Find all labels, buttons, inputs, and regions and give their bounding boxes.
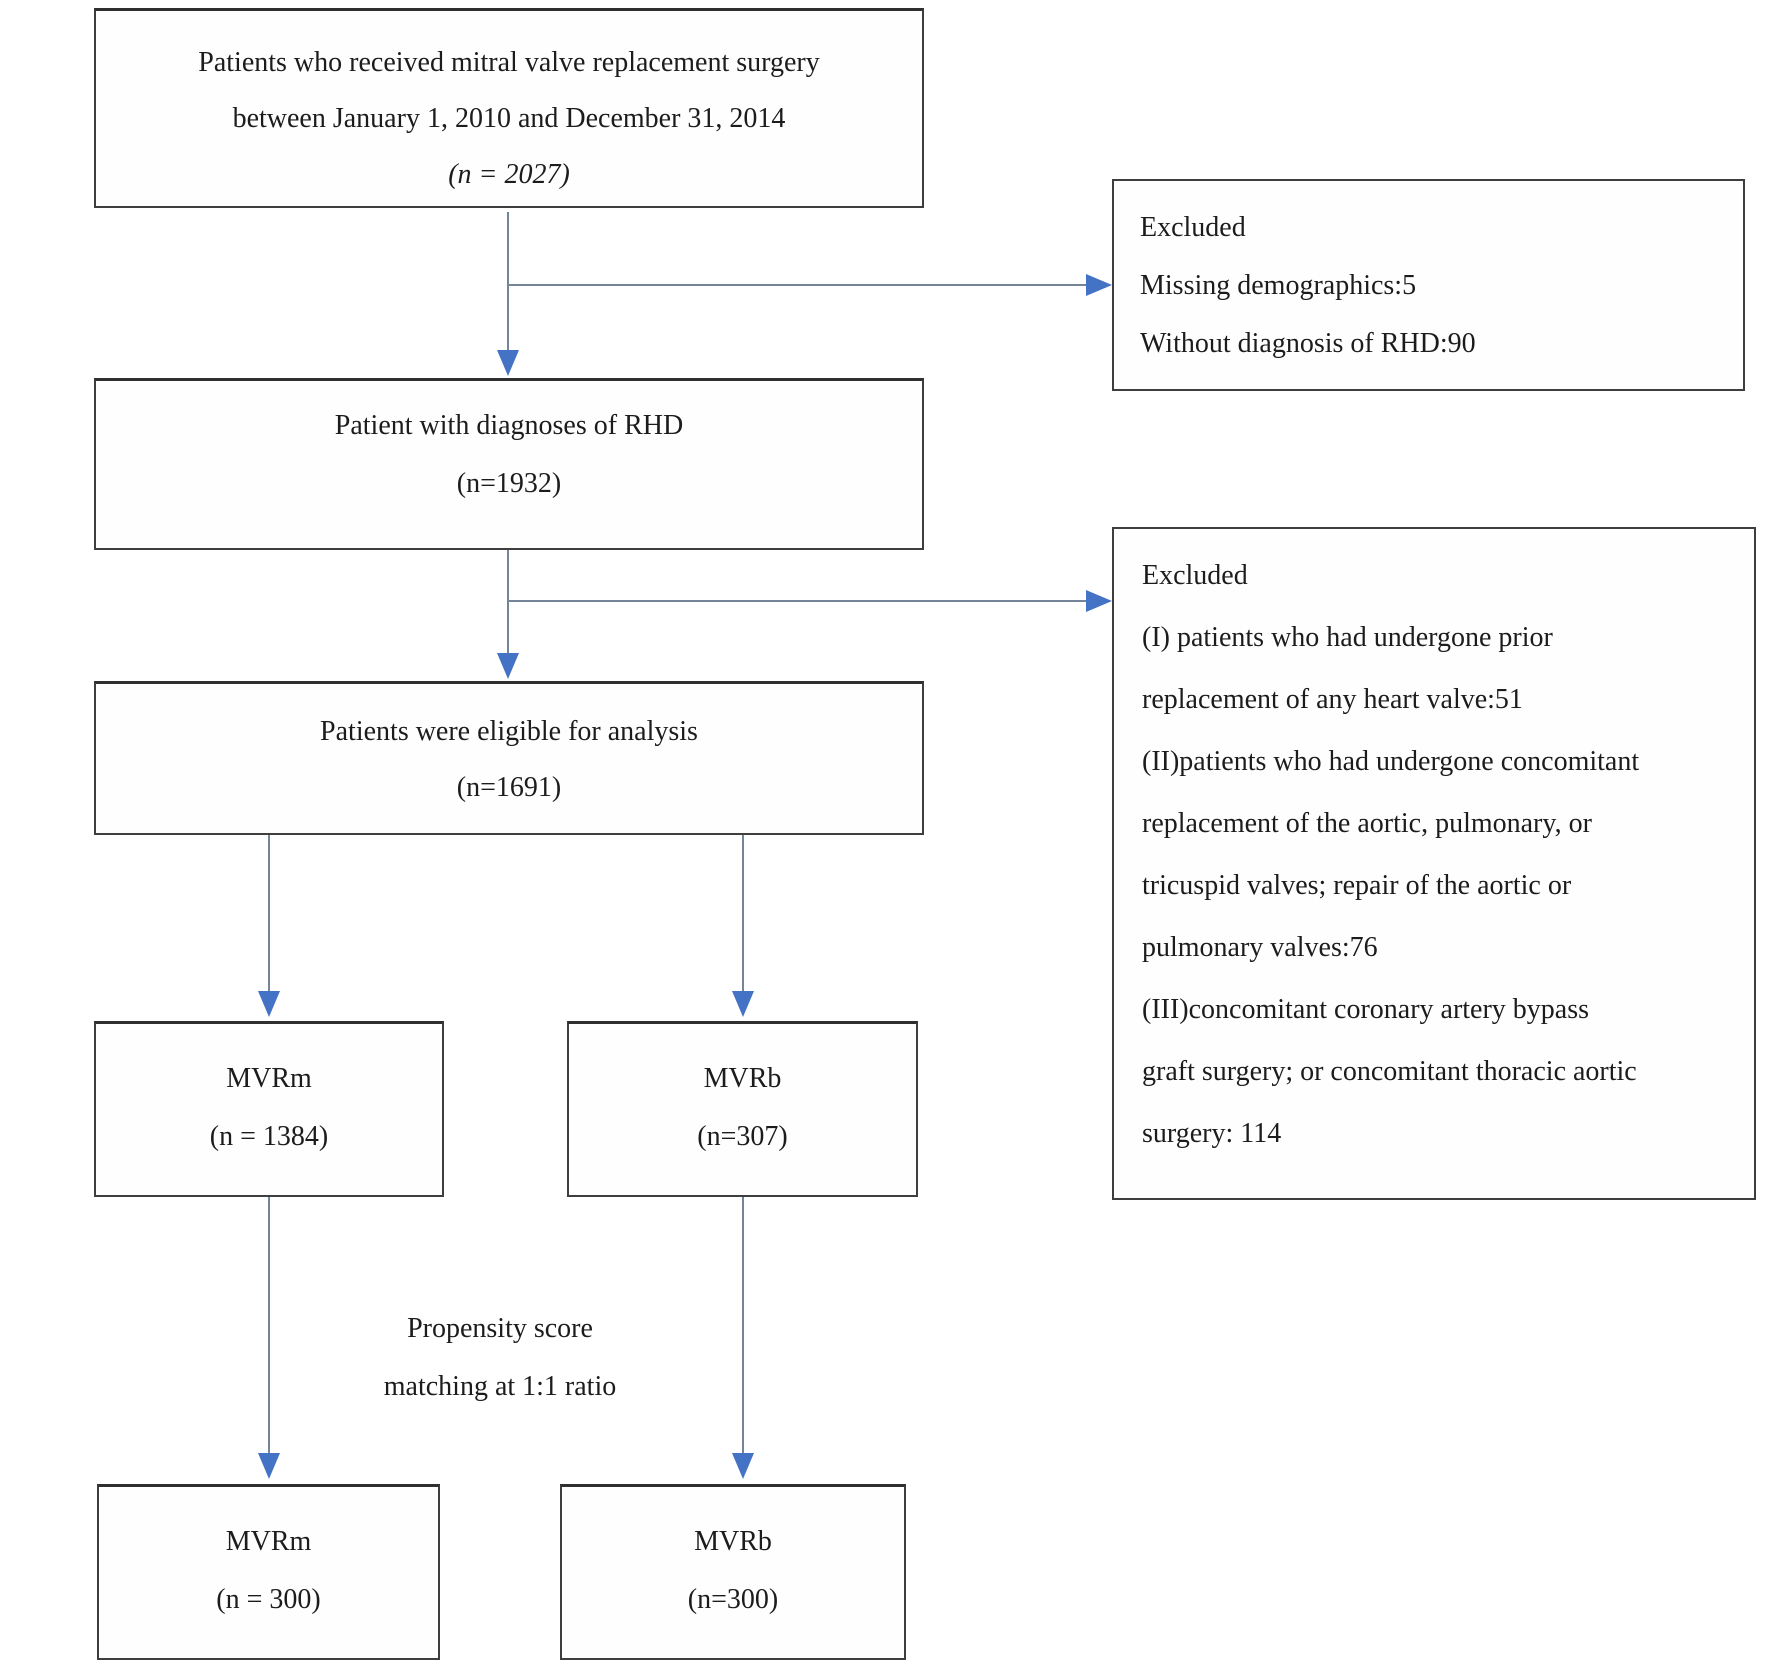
excluded-first-line2: Without diagnosis of RHD:90 xyxy=(1140,328,1476,359)
box-mvrm-initial: MVRm (n = 1384) xyxy=(94,1021,444,1197)
connector-eligible-to-mvrm xyxy=(268,835,270,991)
excluded-first-title: Excluded xyxy=(1140,212,1246,243)
box-enrollment-count: (n = 2027) xyxy=(448,159,570,190)
box-eligible-count: (n=1691) xyxy=(456,772,562,803)
excluded-second-line1: (I) patients who had undergone prior xyxy=(1142,622,1553,653)
excluded-second-line2: replacement of any heart valve:51 xyxy=(1142,684,1523,715)
propensity-matching-label: Propensity score matching at 1:1 ratio xyxy=(280,1300,720,1416)
connector-eligible-to-mvrb xyxy=(742,835,744,991)
connector-enrollment-to-rhd xyxy=(507,212,509,350)
excluded-second-line4: replacement of the aortic, pulmonary, or xyxy=(1142,808,1592,839)
connector-branch-excluded-first xyxy=(508,284,1086,286)
arrow-down-icon xyxy=(732,1453,754,1479)
propensity-label-line2: matching at 1:1 ratio xyxy=(383,1371,617,1402)
box-eligible: Patients were eligible for analysis (n=1… xyxy=(94,681,924,835)
box-mvrb-matched: MVRb (n=300) xyxy=(560,1484,906,1660)
box-mvrm-matched-count: (n = 300) xyxy=(216,1584,321,1615)
excluded-first-line1: Missing demographics:5 xyxy=(1140,270,1417,301)
box-rhd: Patient with diagnoses of RHD (n=1932) xyxy=(94,378,924,550)
box-mvrb-matched-count: (n=300) xyxy=(687,1584,779,1615)
excluded-second-line5: tricuspid valves; repair of the aortic o… xyxy=(1142,870,1572,901)
box-mvrb-initial-title: MVRb xyxy=(703,1063,782,1094)
box-mvrm-initial-count: (n = 1384) xyxy=(209,1121,329,1152)
arrow-right-icon xyxy=(1086,590,1112,612)
arrow-down-icon xyxy=(497,653,519,679)
arrow-down-icon xyxy=(258,991,280,1017)
excluded-second-line9: surgery: 114 xyxy=(1142,1118,1282,1149)
box-enrollment: Patients who received mitral valve repla… xyxy=(94,8,924,208)
excluded-second-line6: pulmonary valves:76 xyxy=(1142,932,1378,963)
box-excluded-second: Excluded (I) patients who had undergone … xyxy=(1112,527,1756,1200)
box-eligible-line1: Patients were eligible for analysis xyxy=(320,716,698,747)
excluded-second-title: Excluded xyxy=(1142,560,1248,591)
excluded-second-line7: (III)concomitant coronary artery bypass xyxy=(1142,994,1590,1025)
box-enrollment-line1: Patients who received mitral valve repla… xyxy=(198,47,820,78)
box-mvrb-initial-count: (n=307) xyxy=(697,1121,788,1152)
box-enrollment-line2: between January 1, 2010 and December 31,… xyxy=(232,103,786,134)
connector-mvrb-to-matched xyxy=(742,1197,744,1453)
box-mvrb-matched-title: MVRb xyxy=(694,1526,772,1557)
propensity-label-line1: Propensity score xyxy=(407,1313,593,1344)
box-mvrm-matched-title: MVRm xyxy=(225,1526,312,1557)
box-excluded-first: Excluded Missing demographics:5 Without … xyxy=(1112,179,1745,391)
box-rhd-line1: Patient with diagnoses of RHD xyxy=(334,410,684,441)
box-mvrb-initial: MVRb (n=307) xyxy=(567,1021,918,1197)
excluded-second-line8: graft surgery; or concomitant thoracic a… xyxy=(1142,1056,1637,1087)
connector-branch-excluded-second xyxy=(508,600,1086,602)
arrow-down-icon xyxy=(732,991,754,1017)
box-mvrm-initial-title: MVRm xyxy=(226,1063,312,1094)
box-rhd-count: (n=1932) xyxy=(456,468,562,499)
arrow-down-icon xyxy=(258,1453,280,1479)
box-mvrm-matched: MVRm (n = 300) xyxy=(97,1484,440,1660)
arrow-right-icon xyxy=(1086,274,1112,296)
excluded-second-line3: (II)patients who had undergone concomita… xyxy=(1142,746,1640,777)
connector-mvrm-to-matched xyxy=(268,1197,270,1453)
arrow-down-icon xyxy=(497,350,519,376)
